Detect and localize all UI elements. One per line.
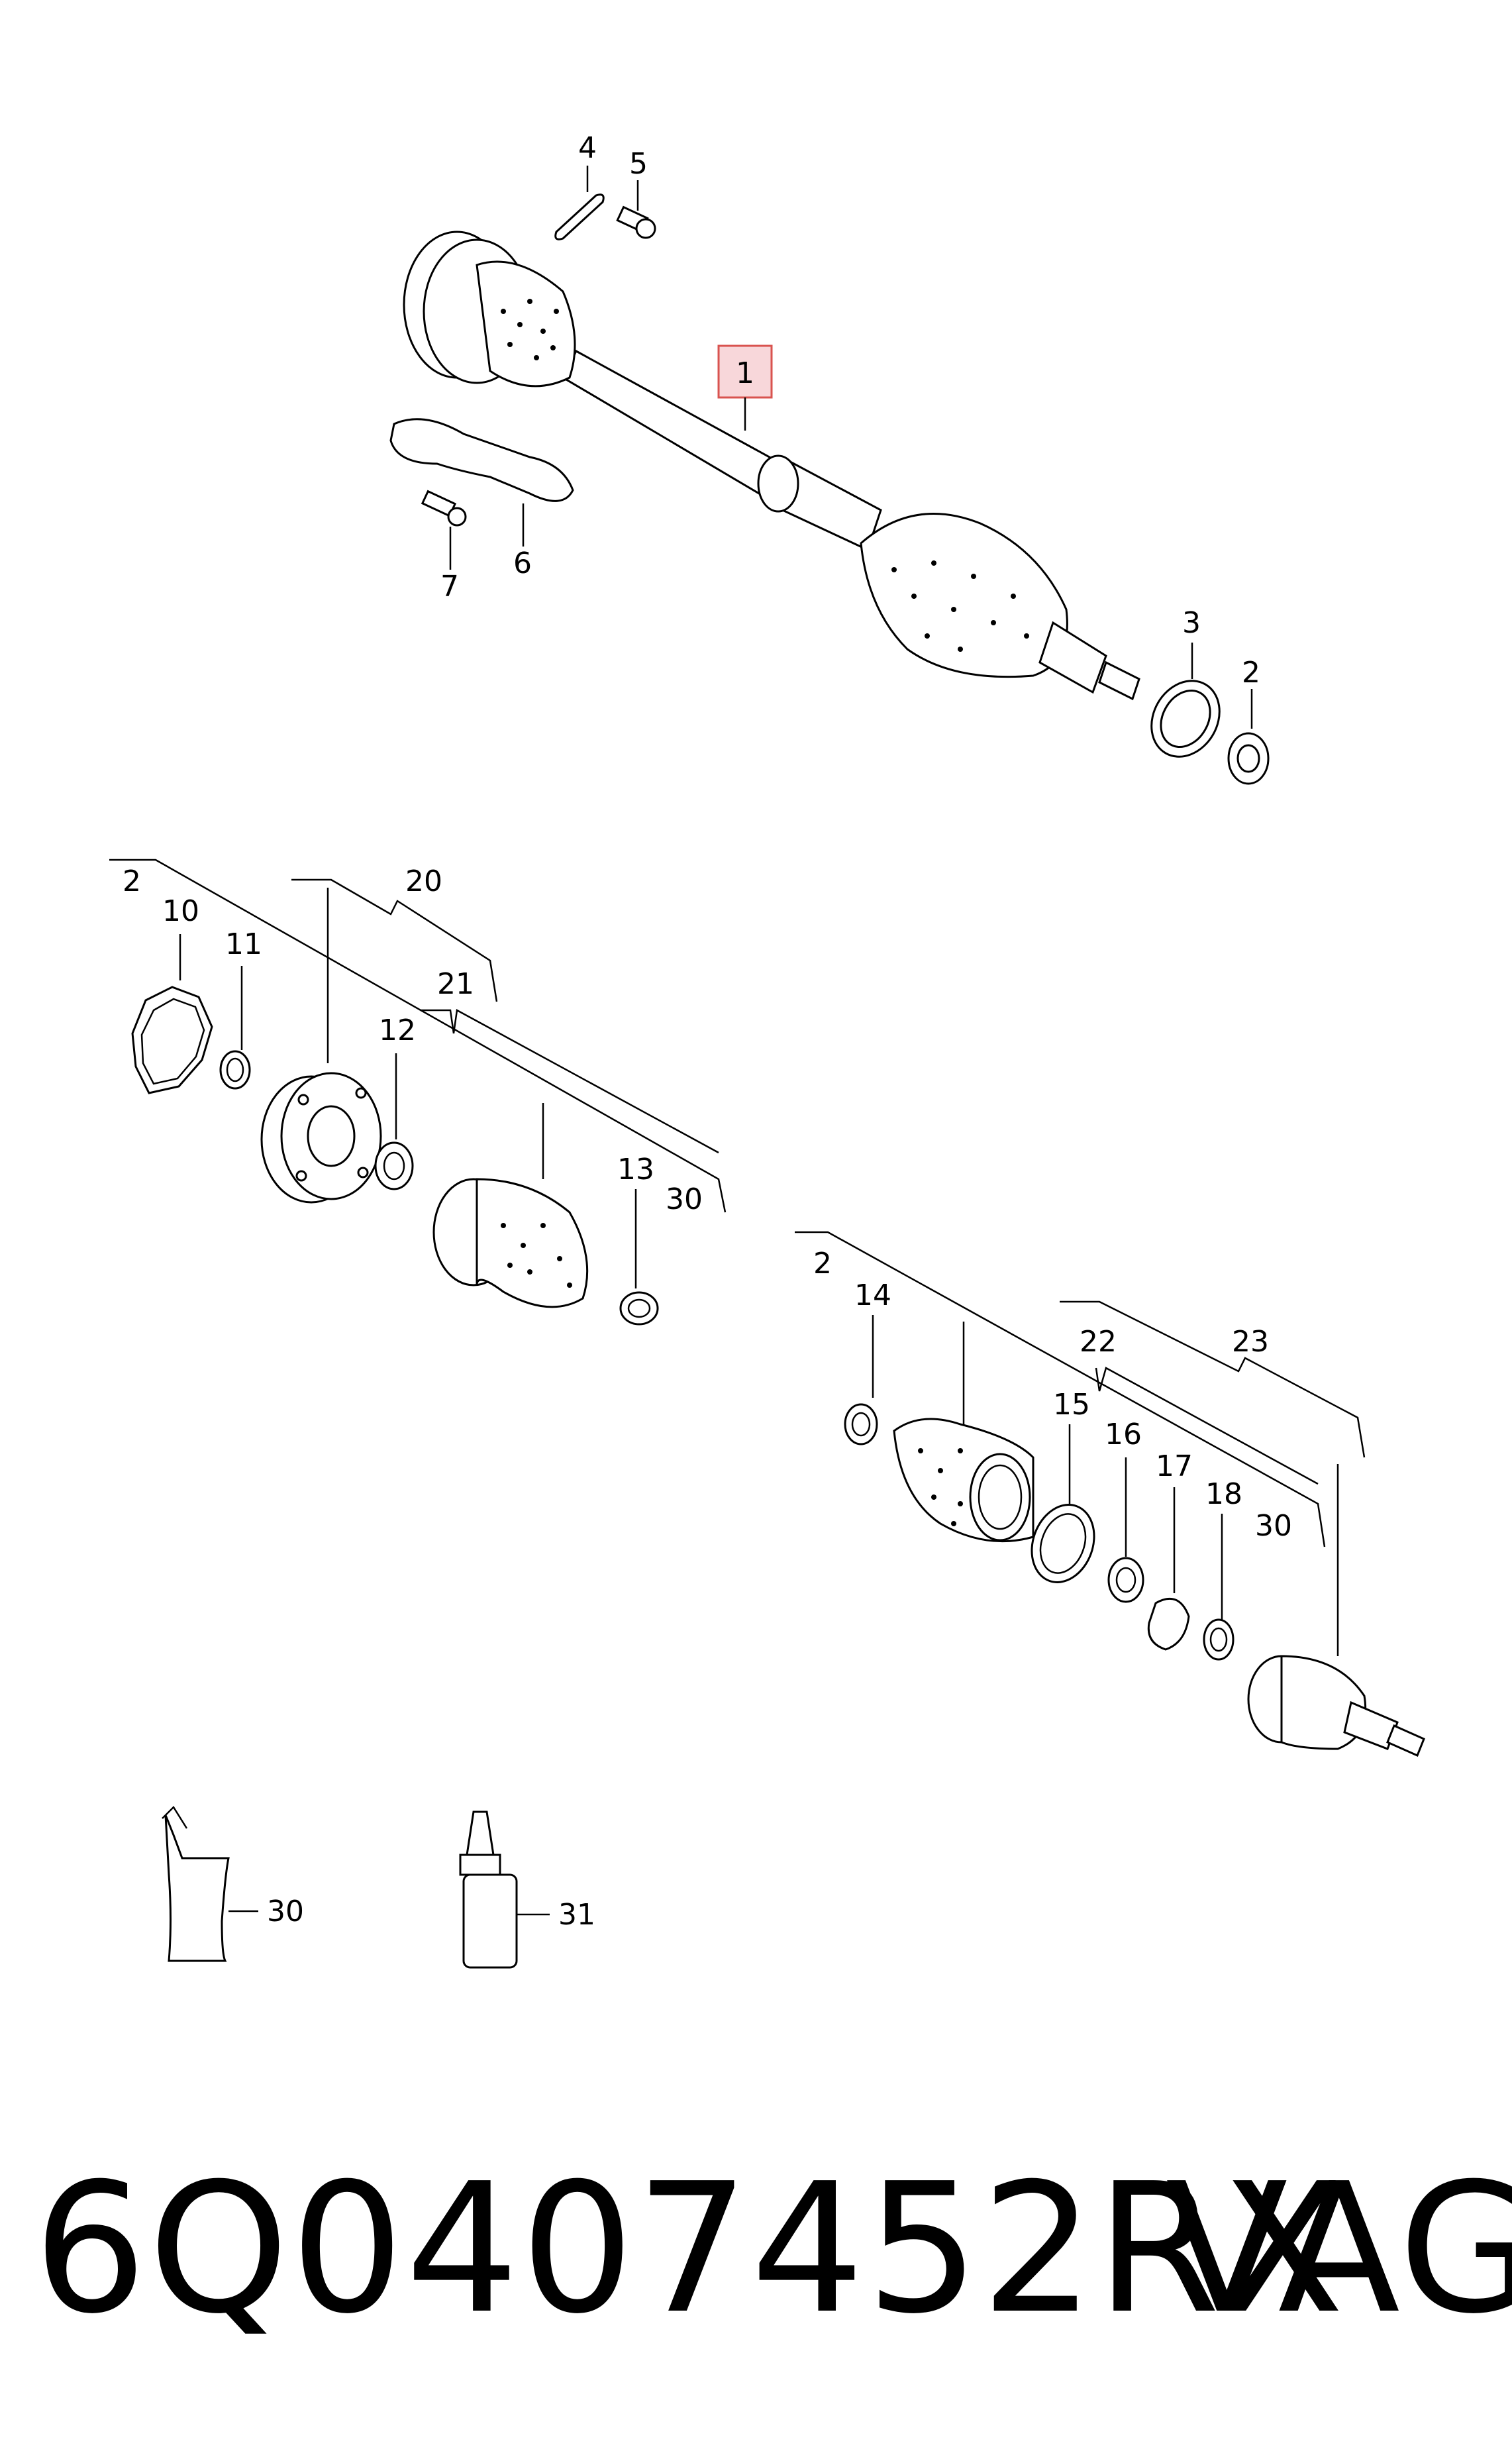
boot-texture-right <box>891 560 1029 652</box>
part-31-sealant-bottle <box>459 1810 518 1969</box>
part-23-outer-joint <box>1247 1655 1425 1757</box>
part-10-gasket <box>131 986 213 1094</box>
part-5-bolt <box>616 205 656 239</box>
callout-13[interactable]: 13 <box>617 1153 654 1186</box>
callout-4[interactable]: 4 <box>578 131 597 165</box>
callout-30-outer[interactable]: 30 <box>1255 1509 1292 1543</box>
callout-12[interactable]: 12 <box>379 1014 416 1047</box>
callout-2-inner[interactable]: 2 <box>123 864 141 898</box>
callout-23[interactable]: 23 <box>1232 1325 1269 1359</box>
part-30-grease-tube <box>162 1806 230 1962</box>
callout-22[interactable]: 22 <box>1080 1325 1117 1359</box>
part-2-nut <box>1227 732 1270 785</box>
part-6-heat-shield <box>389 418 574 502</box>
drive-shaft-assembly <box>403 231 1140 701</box>
callout-1[interactable]: 1 <box>736 356 754 390</box>
part-21-boot <box>432 1178 589 1308</box>
part-20-cv-joint <box>260 1072 382 1204</box>
group-bracket-22 <box>1095 1367 1319 1485</box>
part-18-circlip <box>1203 1618 1235 1661</box>
part-15-clamp <box>1031 1504 1095 1583</box>
part-number-label: 6Q0407452RX <box>33 2144 1346 2353</box>
callout-10[interactable]: 10 <box>162 894 199 928</box>
callout-11[interactable]: 11 <box>225 927 262 961</box>
part-3-washer <box>1150 680 1221 758</box>
callout-21[interactable]: 21 <box>437 967 474 1001</box>
part-13-clamp <box>619 1291 659 1326</box>
callout-2-top[interactable]: 2 <box>1242 656 1260 690</box>
callout-7[interactable]: 7 <box>440 570 459 603</box>
callout-6[interactable]: 6 <box>513 547 532 580</box>
part-7-bolt <box>421 490 467 527</box>
callout-30-inner[interactable]: 30 <box>666 1182 703 1216</box>
part-16-ring <box>1107 1557 1144 1603</box>
brand-label: VAG <box>1166 2144 1512 2353</box>
part-14-clamp <box>844 1403 878 1445</box>
part-11-circlip <box>219 1050 251 1090</box>
callout-31[interactable]: 31 <box>558 1898 595 1932</box>
callout-3[interactable]: 3 <box>1182 606 1201 640</box>
callout-18[interactable]: 18 <box>1205 1477 1242 1511</box>
callout-2-outer[interactable]: 2 <box>813 1247 832 1281</box>
boot-texture-left <box>501 299 559 360</box>
group-bracket-20 <box>291 878 498 1002</box>
callout-15[interactable]: 15 <box>1053 1388 1090 1422</box>
part-12-ring <box>374 1141 414 1190</box>
group-bracket-outer <box>795 1231 1326 1547</box>
group-bracket-23 <box>1060 1300 1366 1458</box>
part-17-dished-washer <box>1147 1597 1190 1651</box>
group-bracket-21 <box>421 1009 719 1154</box>
callout-16[interactable]: 16 <box>1105 1418 1142 1451</box>
callout-1-highlight <box>717 344 773 399</box>
part-4-clip <box>554 193 605 240</box>
callout-30-tube[interactable]: 30 <box>267 1895 304 1928</box>
group-bracket-inner <box>109 859 727 1213</box>
part-outer-boot <box>893 1418 1034 1543</box>
callout-17[interactable]: 17 <box>1156 1449 1193 1483</box>
callout-14[interactable]: 14 <box>854 1279 891 1312</box>
callout-5[interactable]: 5 <box>629 147 648 181</box>
callout-20[interactable]: 20 <box>405 864 442 898</box>
